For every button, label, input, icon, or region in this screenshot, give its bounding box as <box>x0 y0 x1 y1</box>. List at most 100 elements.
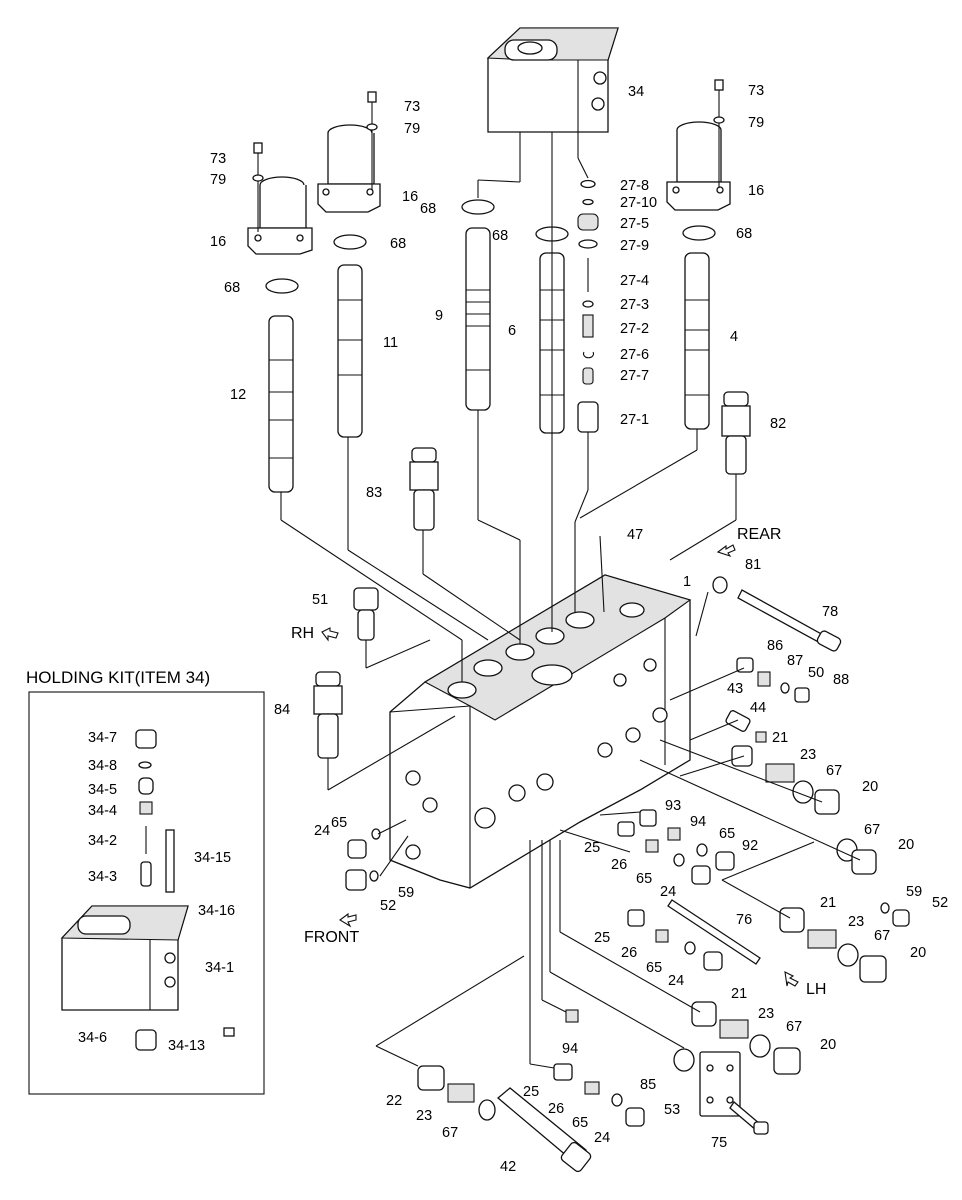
callout-88: 88 <box>833 672 849 688</box>
callout-53: 53 <box>664 1102 680 1118</box>
callout-42: 42 <box>500 1159 516 1175</box>
callout-27-8: 27-8 <box>620 178 649 194</box>
callout-78: 78 <box>822 604 838 620</box>
callout-16-left: 16 <box>210 234 226 250</box>
right-side-parts <box>691 576 910 1075</box>
callout-16-right: 16 <box>748 183 764 199</box>
direction-rear: REAR <box>737 526 781 543</box>
direction-lh: LH <box>806 981 826 998</box>
callout-52-right: 52 <box>932 895 948 911</box>
callout-16-mid: 16 <box>402 189 418 205</box>
callout-26-top: 26 <box>611 857 627 873</box>
check-valve-parts-27 <box>577 179 599 433</box>
callout-25-mid: 25 <box>594 930 610 946</box>
callout-21-mid: 21 <box>820 895 836 911</box>
callout-27-7: 27-7 <box>620 368 649 384</box>
callout-67-top: 67 <box>826 763 842 779</box>
kit-callout-34-13: 34-13 <box>168 1038 205 1054</box>
callout-25-bottom: 25 <box>523 1084 539 1100</box>
callout-67-second: 67 <box>864 822 880 838</box>
callout-68-mid: 68 <box>390 236 406 252</box>
holding-valve-block-34 <box>486 27 619 133</box>
spool-4 <box>684 252 710 430</box>
callout-27-2: 27-2 <box>620 321 649 337</box>
kit-callout-34-16: 34-16 <box>198 903 235 919</box>
relief-valve-51 <box>353 587 379 641</box>
callout-67-bottom: 67 <box>442 1125 458 1141</box>
callout-20-low: 20 <box>820 1037 836 1053</box>
tie-bolt-76 <box>667 899 761 965</box>
callout-25-top: 25 <box>584 840 600 856</box>
callout-68-left: 68 <box>224 280 240 296</box>
callout-24-bottom: 24 <box>594 1130 610 1146</box>
callout-23-mid: 23 <box>848 914 864 930</box>
callout-87: 87 <box>787 653 803 669</box>
callout-59-right: 59 <box>906 884 922 900</box>
callout-6: 6 <box>508 323 516 339</box>
callout-11: 11 <box>383 335 398 351</box>
leader-lines <box>280 132 861 1069</box>
callout-51: 51 <box>312 592 328 608</box>
callout-9: 9 <box>435 308 443 324</box>
kit-callout-34-1: 34-1 <box>205 960 234 976</box>
callout-23-top: 23 <box>800 747 816 763</box>
callout-82: 82 <box>770 416 786 432</box>
callout-68-topleft: 68 <box>420 201 436 217</box>
callout-83: 83 <box>366 485 382 501</box>
callout-43: 43 <box>727 681 743 697</box>
callout-94-low: 94 <box>562 1041 578 1057</box>
bolts-73 <box>252 79 725 182</box>
direction-arrows <box>321 544 799 987</box>
callout-34: 34 <box>628 84 644 100</box>
callout-22: 22 <box>386 1093 402 1109</box>
spool-12 <box>268 315 294 493</box>
callout-4: 4 <box>730 329 738 345</box>
kit-callout-34-3: 34-3 <box>88 869 117 885</box>
callout-79-right: 79 <box>748 115 764 131</box>
callout-20-second: 20 <box>898 837 914 853</box>
mid-bottom-parts <box>345 809 769 1173</box>
callout-79-mid: 79 <box>404 121 420 137</box>
callout-86: 86 <box>767 638 783 654</box>
callout-84: 84 <box>274 702 290 718</box>
callout-20-mid: 20 <box>910 945 926 961</box>
callout-76: 76 <box>736 912 752 928</box>
callout-94-top: 94 <box>690 814 706 830</box>
relief-valve-82 <box>721 391 751 475</box>
callout-labels: 34 27-8 27-10 27-5 27-9 27-4 27-3 27-2 2… <box>78 83 948 1175</box>
kit-callout-34-8: 34-8 <box>88 758 117 774</box>
callout-65-lower: 65 <box>646 960 662 976</box>
callout-24-lower: 24 <box>668 973 684 989</box>
o-rings-68 <box>265 199 716 294</box>
direction-rh: RH <box>291 625 314 642</box>
callout-81: 81 <box>745 557 761 573</box>
holding-kit-title: HOLDING KIT(ITEM 34) <box>26 668 211 687</box>
callout-27-9: 27-9 <box>620 238 649 254</box>
relief-valve-84 <box>313 671 343 759</box>
callout-20-top: 20 <box>862 779 878 795</box>
callout-26-bottom: 26 <box>548 1101 564 1117</box>
main-valve-body-1 <box>389 574 692 889</box>
callout-24-mid: 24 <box>660 884 676 900</box>
callout-26-mid: 26 <box>621 945 637 961</box>
spool-11 <box>337 264 363 438</box>
solenoid-valve-left <box>247 150 313 255</box>
tie-bolt-78 <box>737 589 842 652</box>
callout-44: 44 <box>750 700 766 716</box>
callout-12: 12 <box>230 387 246 403</box>
callout-27-5: 27-5 <box>620 216 649 232</box>
callout-93: 93 <box>665 798 681 814</box>
kit-callout-34-7: 34-7 <box>88 730 117 746</box>
callout-23-bottom: 23 <box>416 1108 432 1124</box>
callout-65-mid: 65 <box>636 871 652 887</box>
kit-callout-34-4: 34-4 <box>88 803 117 819</box>
callout-67-low: 67 <box>786 1019 802 1035</box>
callout-27-3: 27-3 <box>620 297 649 313</box>
kit-callout-34-6: 34-6 <box>78 1030 107 1046</box>
kit-callout-34-15: 34-15 <box>194 850 231 866</box>
callout-79-left: 79 <box>210 172 226 188</box>
callout-47: 47 <box>627 527 643 543</box>
callout-27-1: 27-1 <box>620 412 649 428</box>
callout-23-low: 23 <box>758 1006 774 1022</box>
